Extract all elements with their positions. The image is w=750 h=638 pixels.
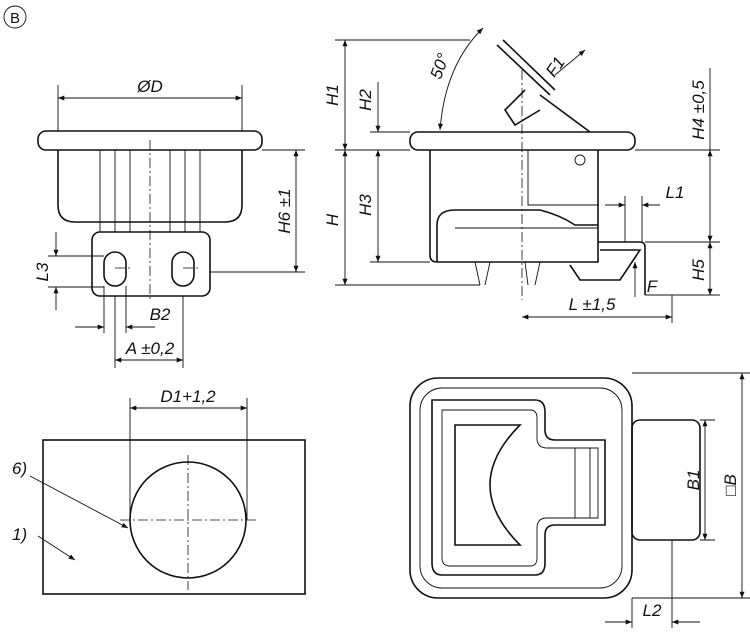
- svg-text:B: B: [10, 10, 20, 27]
- dim-l3: L3: [33, 262, 52, 281]
- dim-b2: B2: [150, 305, 171, 324]
- dim-h6: H6 ±1: [275, 188, 294, 233]
- side-view-right: H1 H2 H H3 50° F1 H4 ±0,5 H5 L1 F L ±1,5: [323, 27, 720, 323]
- dim-h4: H4 ±0,5: [689, 80, 708, 140]
- dim-l: L ±1,5: [569, 295, 616, 314]
- note-1: 1): [12, 525, 27, 544]
- dim-diameter-d: ØD: [136, 77, 163, 96]
- view-marker: B: [3, 5, 27, 29]
- dim-d1: D1+1,2: [160, 387, 216, 406]
- dim-h1: H1: [323, 84, 342, 106]
- dim-a: A ±0,2: [125, 339, 175, 358]
- plan-view: B1 □B L2: [409, 372, 750, 628]
- dim-l1: L1: [666, 183, 685, 202]
- force-f1: F1: [542, 53, 569, 80]
- side-view-left: ØD H6 ±1 L3 B2 A ±0,2: [33, 77, 305, 368]
- cutout-view: D1+1,2 6) 1): [12, 387, 306, 595]
- dim-angle-50: 50°: [427, 51, 454, 82]
- dim-l2: L2: [643, 601, 662, 620]
- note-6: 6): [12, 459, 27, 478]
- dim-h2: H2: [356, 89, 375, 111]
- dim-h: H: [323, 213, 342, 226]
- dim-h3: H3: [356, 194, 375, 216]
- force-f: F: [647, 277, 659, 296]
- dim-b-square: □B: [721, 474, 740, 496]
- dim-b1: B1: [684, 470, 703, 491]
- dim-h5: H5: [689, 259, 708, 281]
